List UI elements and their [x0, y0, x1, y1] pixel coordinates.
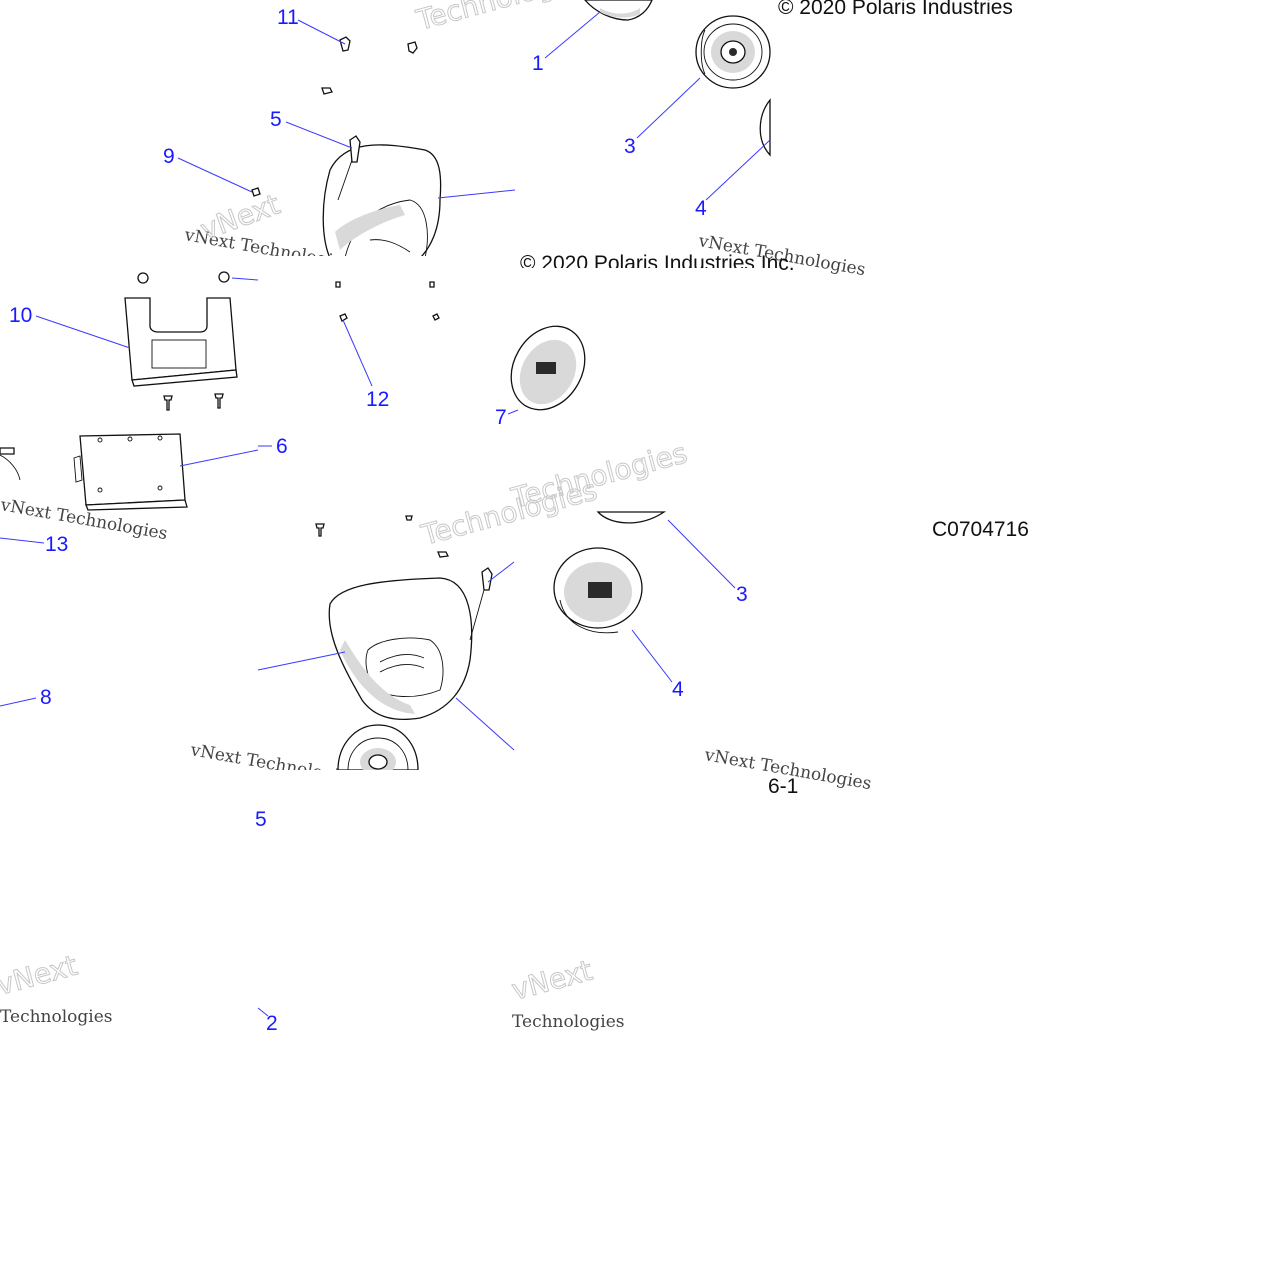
- figure-id: C0704716: [932, 518, 1029, 541]
- speaker-pod-enclosure-top: [322, 135, 442, 259]
- callout-5: 5: [255, 808, 267, 831]
- speaker-grille-lower: [553, 511, 667, 634]
- wire-connector: [0, 447, 21, 481]
- amplifier-unit: [73, 433, 188, 511]
- leader-lines: [0, 11, 771, 1017]
- callout-4: 4: [695, 197, 707, 220]
- speaker-grille-mid: [510, 325, 586, 411]
- callout-5: 5: [270, 108, 282, 131]
- watermark-text: Technologies: [0, 1007, 113, 1027]
- speaker-pod-enclosure-lower: [328, 567, 493, 721]
- callout-1: 1: [532, 52, 544, 75]
- callout-11: 11: [277, 6, 299, 29]
- speaker-grille-top: [584, 0, 653, 21]
- copyright-text: © 2020 Polaris Industries: [778, 0, 1013, 19]
- callout-6: 6: [276, 435, 288, 458]
- callout-13: 13: [45, 533, 68, 556]
- callout-12: 12: [366, 388, 389, 411]
- speaker-driver-lower: [337, 724, 419, 776]
- page-fragment: 6-1: [768, 775, 798, 798]
- mounting-bracket: [124, 271, 238, 411]
- screws-mid: [335, 281, 440, 322]
- watermark-text: vNext: [508, 954, 596, 1007]
- callout-4: 4: [672, 678, 684, 701]
- callout-7: 7: [495, 406, 507, 429]
- callout-3: 3: [736, 583, 748, 606]
- watermark-text: Technologies: [412, 0, 595, 37]
- watermark-text: Technologies: [512, 1012, 625, 1032]
- callout-10: 10: [9, 304, 32, 327]
- callout-9: 9: [163, 145, 175, 168]
- speaker-driver-top: [695, 15, 771, 89]
- screws-lower: [315, 515, 449, 558]
- speaker-cover-partial-top: [759, 98, 771, 157]
- callout-8: 8: [40, 686, 52, 709]
- fastener-group-top: [251, 36, 418, 197]
- watermark-text: vNext: [0, 949, 81, 1002]
- callout-3: 3: [624, 135, 636, 158]
- callout-2: 2: [266, 1012, 278, 1035]
